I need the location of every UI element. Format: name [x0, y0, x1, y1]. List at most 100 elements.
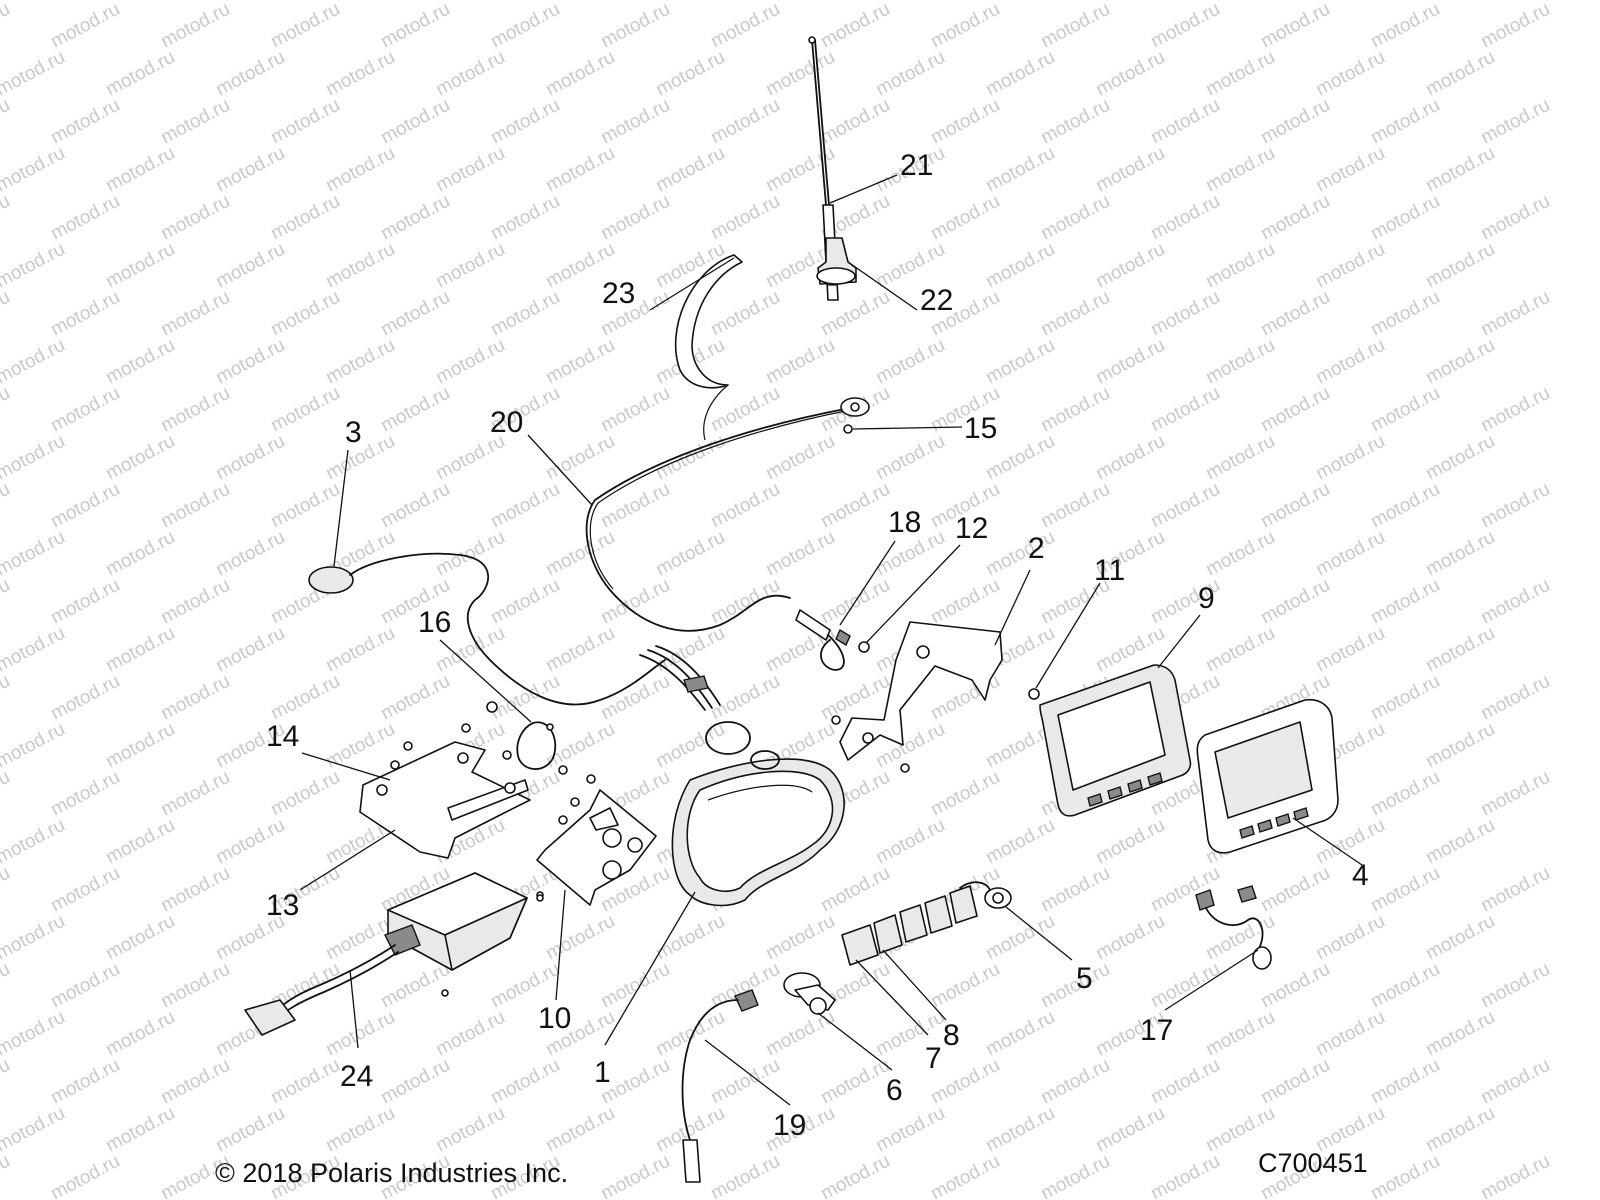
watermark-text: motod.ru: [652, 431, 728, 485]
watermark-text: motod.ru: [817, 1151, 893, 1200]
watermark-text: motod.ru: [1147, 863, 1223, 917]
watermark-text: motod.ru: [1422, 143, 1498, 197]
watermark-text: motod.ru: [102, 239, 178, 293]
watermark-text: motod.ru: [487, 0, 563, 52]
callout-13: 13: [266, 889, 299, 922]
callout-4: 4: [1352, 859, 1369, 892]
watermark-text: motod.ru: [1312, 431, 1388, 485]
watermark-text: motod.ru: [47, 767, 123, 821]
watermark-text: motod.ru: [1422, 1007, 1498, 1061]
watermark-text: motod.ru: [1312, 623, 1388, 677]
watermark-text: motod.ru: [1037, 479, 1113, 533]
watermark-text: motod.ru: [212, 527, 288, 581]
watermark-text: motod.ru: [212, 1103, 288, 1157]
watermark-text: motod.ru: [982, 239, 1058, 293]
watermark-text: motod.ru: [652, 47, 728, 101]
watermark-text: motod.ru: [1422, 1103, 1498, 1157]
watermark-text: motod.ru: [102, 1007, 178, 1061]
watermark-text: motod.ru: [1257, 191, 1333, 245]
watermark-text: motod.ru: [1037, 95, 1113, 149]
watermark-text: motod.ru: [1422, 47, 1498, 101]
watermark-text: motod.ru: [0, 1007, 69, 1061]
watermark-text: motod.ru: [212, 47, 288, 101]
watermark-text: motod.ru: [817, 95, 893, 149]
callout-23: 23: [602, 277, 635, 310]
watermark-text: motod.ru: [0, 143, 69, 197]
watermark-text: motod.ru: [212, 815, 288, 869]
watermark-text: motod.ru: [707, 479, 783, 533]
watermark-text: motod.ru: [1092, 47, 1168, 101]
watermark-text: motod.ru: [0, 191, 14, 245]
watermark-text: motod.ru: [542, 527, 618, 581]
watermark-text: motod.ru: [817, 479, 893, 533]
watermark-text: motod.ru: [1312, 335, 1388, 389]
watermark-text: motod.ru: [47, 383, 123, 437]
watermark-text: motod.ru: [1257, 287, 1333, 341]
watermark-text: motod.ru: [212, 431, 288, 485]
watermark-text: motod.ru: [762, 335, 838, 389]
watermark-text: motod.ru: [267, 383, 343, 437]
watermark-text: motod.ru: [1312, 911, 1388, 965]
watermark-text: motod.ru: [762, 527, 838, 581]
watermark-text: motod.ru: [47, 575, 123, 629]
watermark-text: motod.ru: [1477, 767, 1553, 821]
watermark-text: motod.ru: [0, 287, 14, 341]
watermark-text: motod.ru: [1092, 143, 1168, 197]
watermark-text: motod.ru: [1147, 479, 1223, 533]
watermark-text: motod.ru: [47, 1151, 123, 1200]
watermark-text: motod.ru: [322, 1103, 398, 1157]
watermark-text: motod.ru: [707, 95, 783, 149]
watermark-text: motod.ru: [707, 0, 783, 52]
watermark-text: motod.ru: [982, 47, 1058, 101]
watermark-text: motod.ru: [1037, 1151, 1113, 1200]
watermark-text: motod.ru: [982, 143, 1058, 197]
watermark-text: motod.ru: [157, 95, 233, 149]
watermark-text: motod.ru: [1477, 1055, 1553, 1109]
watermark-text: motod.ru: [1037, 1055, 1113, 1109]
watermark-text: motod.ru: [1312, 239, 1388, 293]
callout-1: 1: [594, 1056, 611, 1089]
callout-20: 20: [490, 406, 523, 439]
watermark-text: motod.ru: [487, 575, 563, 629]
watermark-text: motod.ru: [1422, 911, 1498, 965]
watermark-text: motod.ru: [762, 47, 838, 101]
watermark-text: motod.ru: [267, 0, 343, 52]
watermark-text: motod.ru: [652, 1007, 728, 1061]
watermark-text: motod.ru: [1422, 431, 1498, 485]
watermark-text: motod.ru: [927, 767, 1003, 821]
display-screen-part: [1039, 664, 1192, 817]
watermark-text: motod.ru: [817, 0, 893, 52]
watermark-text: motod.ru: [1477, 479, 1553, 533]
watermark-text: motod.ru: [1312, 1007, 1388, 1061]
watermark-text: motod.ru: [322, 719, 398, 773]
watermark-text: motod.ru: [157, 767, 233, 821]
watermark-text: motod.ru: [1037, 287, 1113, 341]
watermark-text: motod.ru: [597, 575, 673, 629]
watermark-text: motod.ru: [707, 575, 783, 629]
watermark-text: motod.ru: [157, 671, 233, 725]
clip-part: [843, 424, 853, 434]
watermark-text: motod.ru: [542, 911, 618, 965]
watermark-text: motod.ru: [102, 1103, 178, 1157]
watermark-text: motod.ru: [487, 1055, 563, 1109]
watermark-text: motod.ru: [1477, 959, 1553, 1013]
watermark-text: motod.ru: [322, 239, 398, 293]
watermark-text: motod.ru: [597, 1151, 673, 1200]
watermark-text: motod.ru: [1257, 0, 1333, 52]
watermark-text: motod.ru: [707, 287, 783, 341]
watermark-text: motod.ru: [432, 239, 508, 293]
callout-labels: 21 22 23 15 20 3 18 12 2 11 9 4 16 14 13…: [266, 149, 1369, 1142]
watermark-text: motod.ru: [1092, 1103, 1168, 1157]
watermark-text: motod.ru: [267, 479, 343, 533]
clamp-part: [516, 721, 557, 770]
watermark-text: motod.ru: [0, 719, 69, 773]
watermark-text: motod.ru: [872, 47, 948, 101]
watermark-text: motod.ru: [1037, 191, 1113, 245]
watermark-text: motod.ru: [1202, 143, 1278, 197]
watermark-text: motod.ru: [1477, 1151, 1553, 1200]
watermark-text: motod.ru: [597, 383, 673, 437]
watermark-text: motod.ru: [267, 95, 343, 149]
watermark-text: motod.ru: [1092, 431, 1168, 485]
watermark-layer: motod.ru motod.ru motod.ru motod.ru motod.ru…: [0, 0, 1554, 1200]
